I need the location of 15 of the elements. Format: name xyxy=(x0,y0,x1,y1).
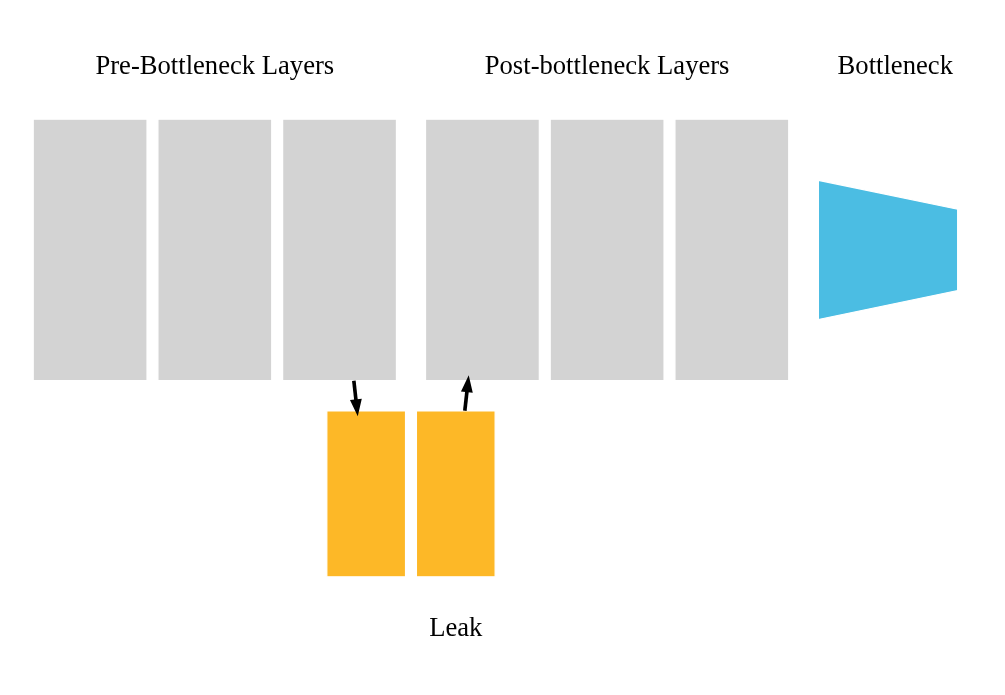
label: Pre-Bottleneck Layers xyxy=(94,49,334,80)
node-box xyxy=(156,118,272,381)
label: Post-bottleneck Layers xyxy=(484,49,729,80)
node-box xyxy=(325,409,406,577)
node-box xyxy=(281,118,397,381)
node-box xyxy=(673,118,789,381)
node-box xyxy=(549,118,665,381)
arrow xyxy=(349,380,362,416)
node-box xyxy=(32,118,148,381)
label: Leak xyxy=(428,611,482,642)
node-box xyxy=(424,118,540,381)
node-trapezoid xyxy=(817,179,958,320)
label: Bottleneck xyxy=(837,49,953,80)
node-box xyxy=(415,409,496,577)
arrow xyxy=(460,374,473,411)
